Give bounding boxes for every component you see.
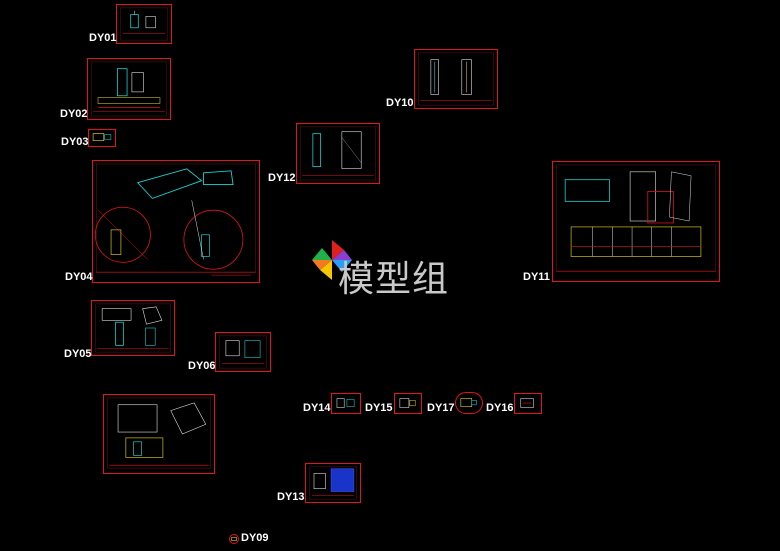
sheet-dy14-drawing bbox=[336, 398, 355, 408]
sheet-label-dy12: DY12 bbox=[268, 172, 296, 184]
sheet-dy14[interactable] bbox=[331, 393, 361, 414]
sheet-dy01[interactable] bbox=[116, 4, 172, 44]
sheet-dy09[interactable] bbox=[229, 534, 239, 544]
sheet-label-dy17: DY17 bbox=[427, 402, 455, 414]
sheet-label-dy13: DY13 bbox=[277, 491, 305, 503]
sheet-dy10[interactable] bbox=[414, 49, 498, 109]
watermark-text: 模型组 bbox=[338, 259, 450, 300]
sheet-label-dy14: DY14 bbox=[303, 402, 331, 414]
sheet-dy15-drawing bbox=[399, 398, 416, 408]
sheet-dy03-drawing bbox=[92, 133, 112, 142]
sheet-label-dy01: DY01 bbox=[89, 32, 117, 44]
sheet-dy12[interactable] bbox=[296, 123, 380, 184]
sheet-dy04-drawing bbox=[94, 163, 256, 276]
sheet-dy16[interactable] bbox=[514, 393, 542, 414]
sheet-dy02-drawing bbox=[90, 61, 168, 117]
sheet-dy06-drawing bbox=[218, 335, 268, 369]
sheet-label-dy15: DY15 bbox=[365, 402, 393, 414]
sheet-dy03[interactable] bbox=[88, 129, 116, 147]
sheet-dy10-drawing bbox=[418, 52, 494, 106]
sheet-dy07-drawing bbox=[107, 397, 211, 469]
sheet-dy07[interactable] bbox=[103, 394, 215, 474]
sheet-label-dy02: DY02 bbox=[60, 108, 88, 120]
sheet-dy04[interactable] bbox=[92, 160, 260, 283]
sheet-label-dy16: DY16 bbox=[486, 402, 514, 414]
sheet-label-dy05: DY05 bbox=[64, 348, 92, 360]
sheet-label-dy06: DY06 bbox=[188, 360, 216, 372]
sheet-label-dy09: DY09 bbox=[241, 532, 269, 544]
sheet-dy02[interactable] bbox=[87, 58, 171, 120]
sheet-dy05[interactable] bbox=[91, 300, 175, 356]
sheet-dy01-drawing bbox=[119, 7, 169, 41]
sheet-dy15[interactable] bbox=[394, 393, 422, 414]
sheet-dy16-drawing bbox=[520, 398, 534, 408]
sheet-dy06[interactable] bbox=[215, 332, 271, 372]
sheet-dy11[interactable] bbox=[552, 161, 720, 282]
sheet-dy17-drawing bbox=[460, 398, 477, 407]
watermark: 模型组 bbox=[308, 236, 458, 300]
sheet-dy13[interactable] bbox=[305, 463, 361, 503]
sheet-dy05-drawing bbox=[95, 303, 171, 353]
sheet-dy12-drawing bbox=[299, 126, 377, 181]
sheet-label-dy03: DY03 bbox=[61, 136, 89, 148]
sheet-label-dy10: DY10 bbox=[386, 97, 414, 109]
sheet-dy11-drawing bbox=[556, 164, 716, 272]
sheet-label-dy11: DY11 bbox=[523, 271, 550, 283]
sheet-dy17[interactable] bbox=[455, 392, 483, 414]
sheet-dy09-drawing bbox=[231, 537, 237, 541]
pinwheel-logo-icon bbox=[312, 240, 352, 280]
sheet-label-dy04: DY04 bbox=[65, 271, 93, 283]
sheet-dy13-drawing bbox=[308, 466, 358, 500]
